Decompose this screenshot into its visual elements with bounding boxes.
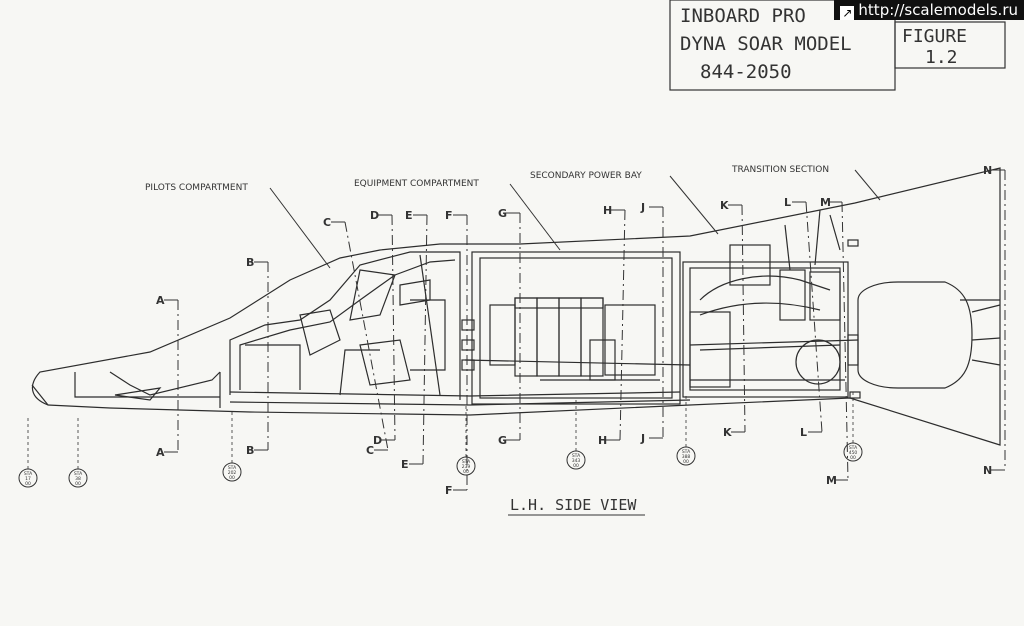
pilot-compartment xyxy=(229,251,461,400)
view-title: L.H. SIDE VIEW xyxy=(510,496,637,514)
section-cut-a: AA xyxy=(156,294,179,459)
station-label-line: STA xyxy=(462,459,471,465)
section-cut-label: C xyxy=(366,444,374,457)
section-cut-e: EE xyxy=(401,209,428,471)
section-cut-label: D xyxy=(370,209,379,222)
section-cut-label: C xyxy=(323,216,331,229)
station-label-line: 202 xyxy=(228,470,237,476)
section-cut-label: L xyxy=(800,426,807,439)
section-cut-label: G xyxy=(498,434,507,447)
view-title-group: L.H. SIDE VIEW xyxy=(508,496,645,516)
station-label-line: 00 xyxy=(25,481,31,487)
station-label-line: STA xyxy=(849,445,858,451)
section-cut-label: E xyxy=(401,458,409,471)
station-label-line: 343 xyxy=(572,458,581,464)
callout-transition-section: TRANSITION SECTION xyxy=(731,165,829,175)
callout-equipment-compartment: EQUIPMENT COMPARTMENT xyxy=(354,179,479,189)
fuselage-outline xyxy=(31,167,1001,446)
section-cut-label: J xyxy=(640,432,645,445)
section-cut-label: H xyxy=(603,204,612,217)
equipment-racks xyxy=(489,297,660,381)
station-label-line: 17 xyxy=(25,476,31,482)
section-cut-c: CC xyxy=(323,216,389,457)
section-cut-label: E xyxy=(405,209,413,222)
section-cut-label: M xyxy=(826,474,837,487)
station-label-line: 00 xyxy=(75,481,81,487)
section-cut-label: B xyxy=(246,256,254,269)
section-cut-label: N xyxy=(983,464,992,477)
station-label-line: 00 xyxy=(229,475,235,481)
section-cut-b: BB xyxy=(246,256,269,457)
section-cut-g: GG xyxy=(498,207,521,447)
section-cut-label: A xyxy=(156,294,165,307)
section-cut-label: K xyxy=(720,199,729,212)
station-label-line: 38 xyxy=(75,476,81,482)
nose-cone xyxy=(31,384,49,406)
station-label-line: 239 xyxy=(462,464,471,470)
station-label-line: STA xyxy=(74,471,83,477)
callout-pilots-compartment: PILOTS COMPARTMENT xyxy=(145,183,248,193)
station-label-line: 00 xyxy=(573,463,579,469)
section-cut-h: HH xyxy=(598,204,626,447)
section-cut-m: MM xyxy=(820,196,849,487)
station-markers: STA1700STA3800STA20200STA23900STA34300ST… xyxy=(18,392,863,488)
figure-number: 1.2 xyxy=(925,47,958,68)
section-cut-label: J xyxy=(640,201,645,214)
station-label-line: STA xyxy=(24,471,33,477)
station-label-line: 00 xyxy=(683,459,689,465)
station-label-line: STA xyxy=(682,449,691,455)
section-cut-label: F xyxy=(445,209,453,222)
title-line-1: INBOARD PRO xyxy=(680,5,806,27)
callout-leaders xyxy=(269,169,881,269)
section-cut-label: N xyxy=(983,164,992,177)
station-label-line: STA xyxy=(228,465,237,471)
section-cut-label: L xyxy=(784,196,791,209)
station-label-line: 450 xyxy=(849,450,858,456)
equipment-compartment xyxy=(471,251,681,405)
title-block: INBOARD PRO DYNA SOAR MODEL 844-2050 FIG… xyxy=(669,0,1006,91)
control-stick xyxy=(109,371,221,396)
section-cut-f: FF xyxy=(445,209,468,497)
transition-section-engine xyxy=(857,281,973,389)
section-cut-label: F xyxy=(445,484,453,497)
section-cut-label: H xyxy=(598,434,607,447)
section-cut-label: B xyxy=(246,444,254,457)
title-line-3: 844-2050 xyxy=(700,61,792,83)
section-cut-d: DD xyxy=(370,209,396,447)
section-cut-j: JJ xyxy=(640,201,664,445)
station-label-line: STA xyxy=(572,453,581,459)
vehicle-side-view xyxy=(31,167,1001,446)
section-cut-l: LL xyxy=(784,196,823,439)
section-cut-label: D xyxy=(373,434,382,447)
section-cut-label: G xyxy=(498,207,507,220)
section-cut-label: A xyxy=(156,446,165,459)
section-cut-label: M xyxy=(820,196,831,209)
title-line-2: DYNA SOAR MODEL xyxy=(680,33,852,55)
section-cut-k: KK xyxy=(720,199,746,439)
watermark-banner[interactable]: ↗http://scalemodels.ru xyxy=(834,0,1024,20)
section-cut-label: K xyxy=(723,426,732,439)
secondary-power-bay xyxy=(682,261,849,398)
section-cut-n: NN xyxy=(983,164,1006,477)
station-label-line: 00 xyxy=(463,469,469,475)
station-label-line: 388 xyxy=(682,454,691,460)
watermark-url: http://scalemodels.ru xyxy=(858,1,1018,19)
external-link-icon: ↗ xyxy=(840,6,855,20)
station-label-line: 00 xyxy=(850,455,856,461)
callout-secondary-power-bay: SECONDARY POWER BAY xyxy=(530,171,642,181)
figure-label: FIGURE xyxy=(902,26,967,47)
